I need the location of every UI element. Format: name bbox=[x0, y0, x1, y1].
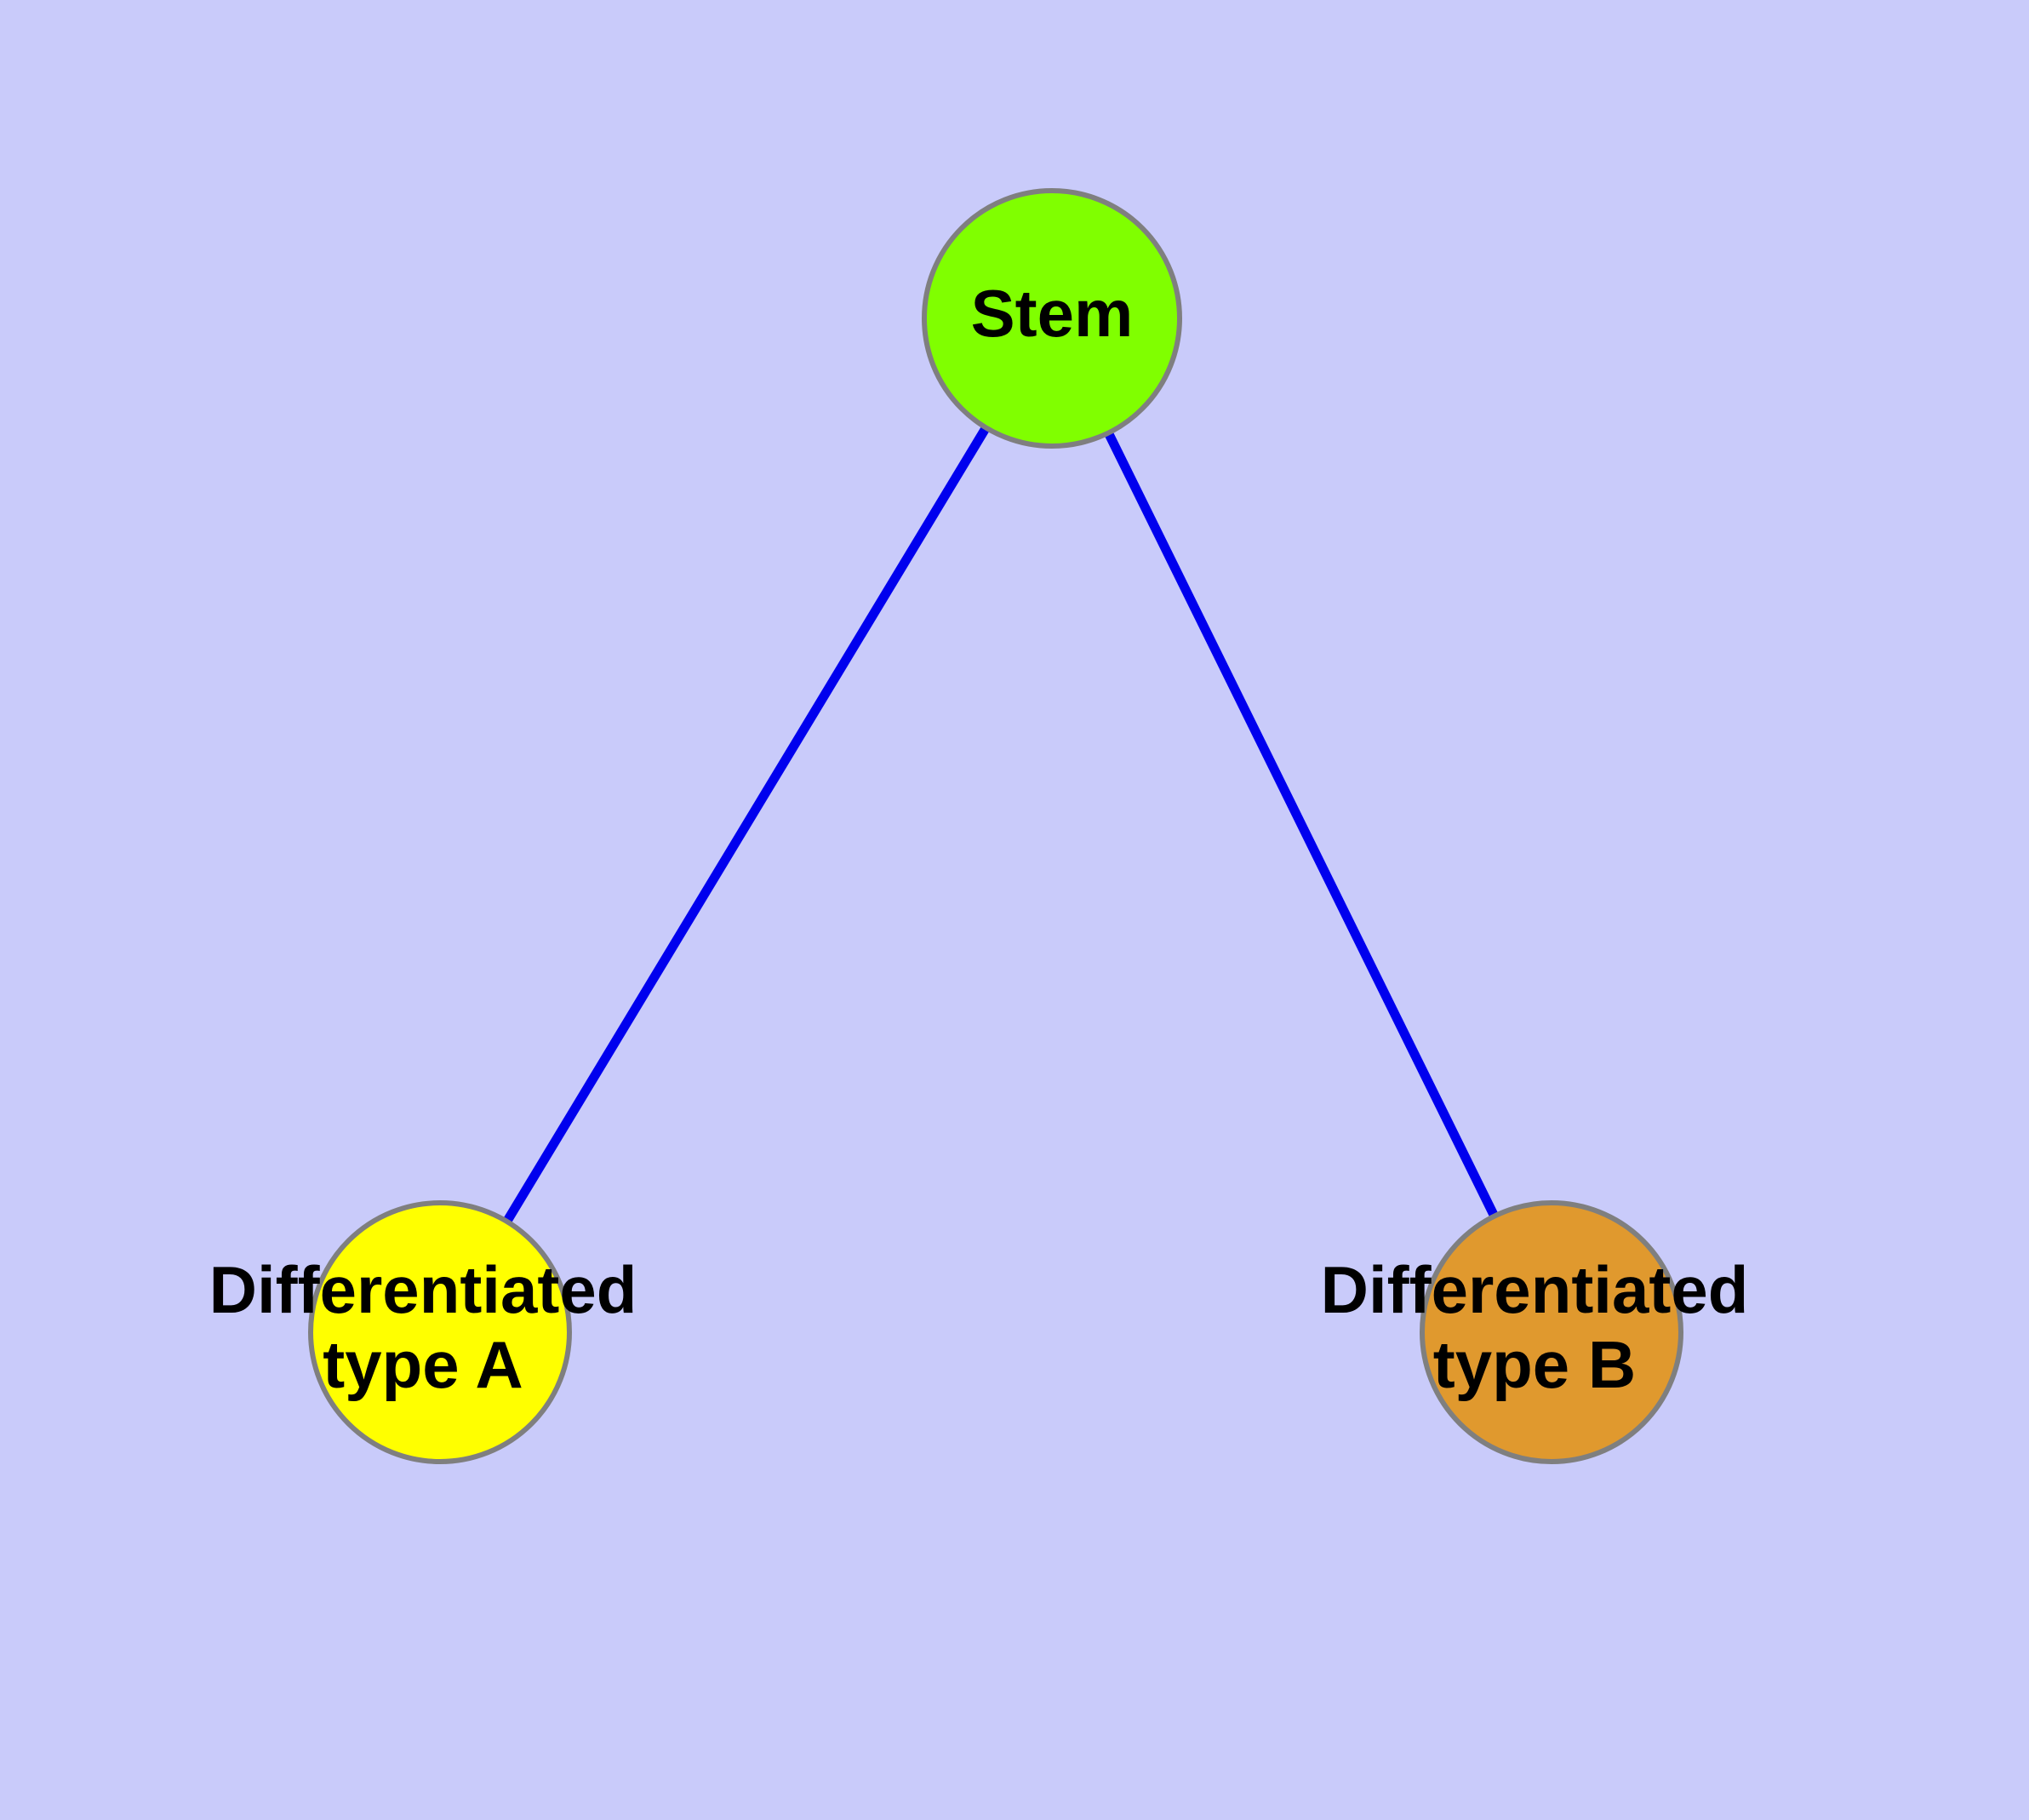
node-label-line: Differentiated bbox=[1321, 1252, 1749, 1327]
edge-stem-to-b bbox=[1048, 316, 1556, 1335]
node-diff_a[interactable] bbox=[308, 1200, 572, 1464]
node-diff_b[interactable] bbox=[1420, 1200, 1683, 1464]
node-label-line: type B bbox=[1433, 1327, 1636, 1402]
node-layer bbox=[308, 188, 1683, 1464]
node-label-line: Stem bbox=[971, 276, 1134, 351]
edge-stem-to-a bbox=[436, 316, 1056, 1335]
edge-layer bbox=[436, 316, 1556, 1335]
node-label-stem: Stem bbox=[971, 276, 1134, 351]
node-stem[interactable] bbox=[922, 188, 1182, 449]
node-label-line: type A bbox=[323, 1327, 523, 1402]
node-label-line: Differentiated bbox=[209, 1252, 637, 1327]
